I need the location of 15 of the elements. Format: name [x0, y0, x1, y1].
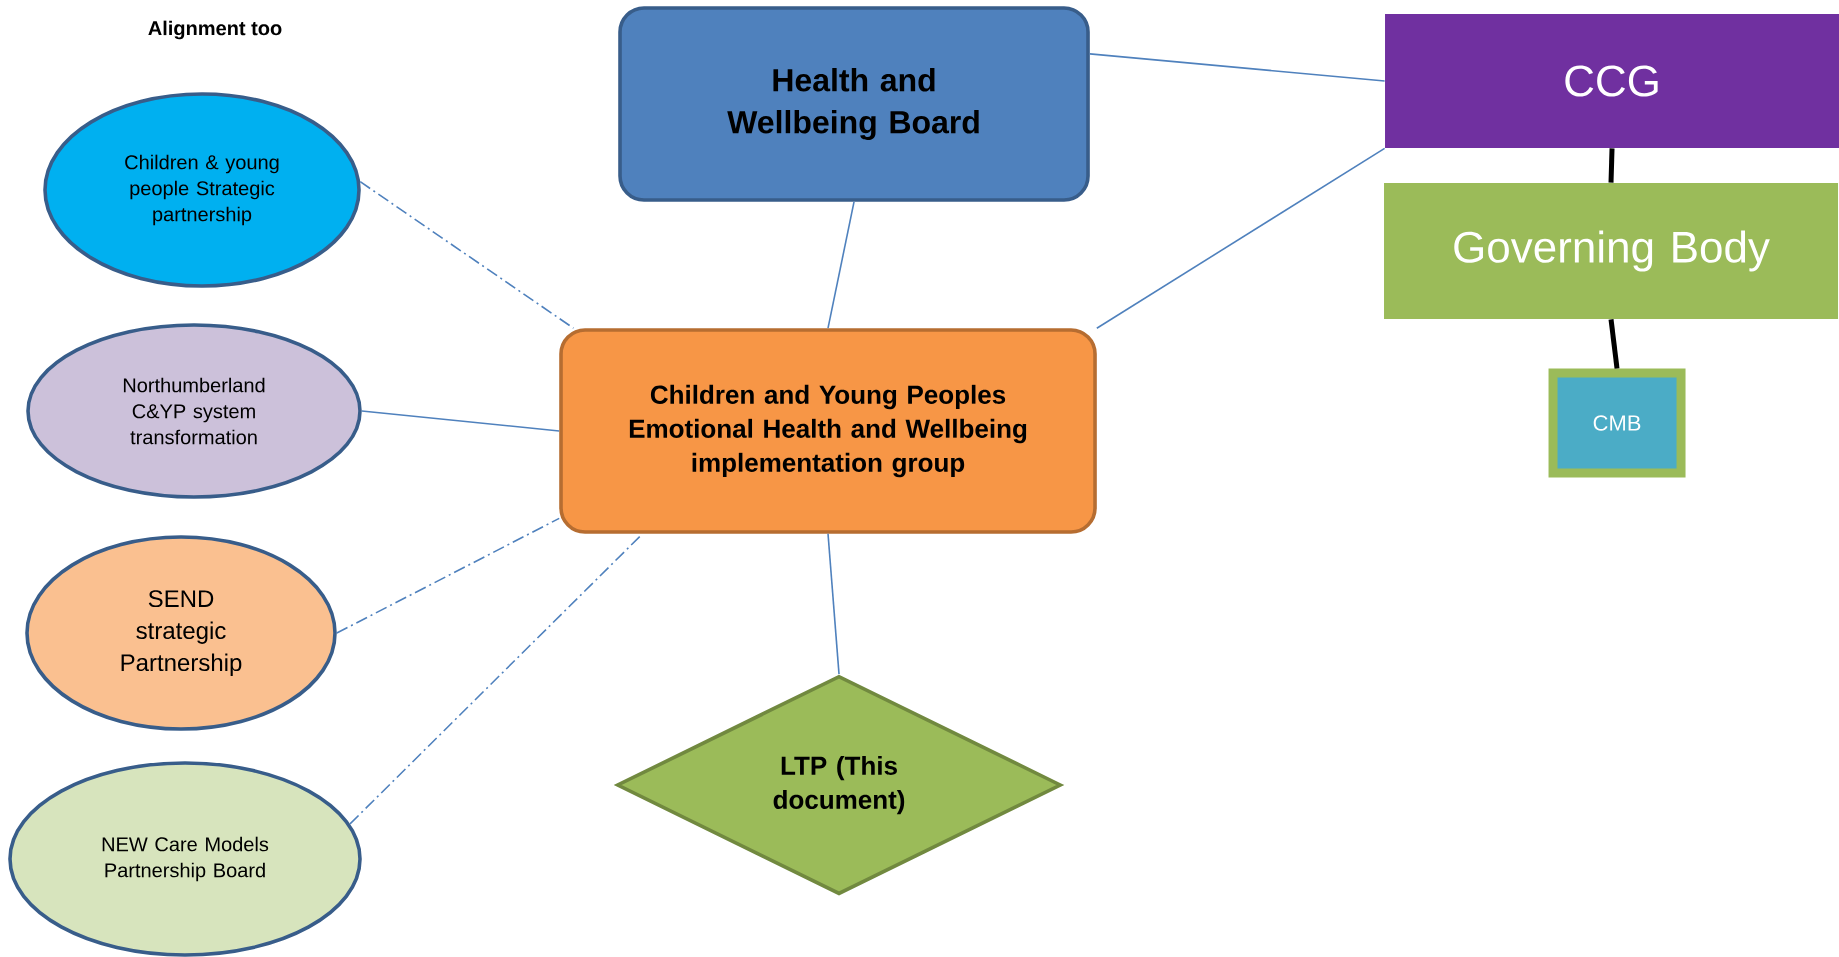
header-box: CCG — [1385, 14, 1839, 148]
heading-label: Alignment too — [148, 20, 282, 40]
body-box: Governing Body — [1384, 183, 1839, 319]
connector-line — [1096, 147, 1386, 329]
group-box: Children and Young Peoples Emotional Health and Wellbeing implementation group — [559, 328, 1097, 534]
connector-line — [1608, 148, 1615, 183]
connector-line — [1608, 319, 1620, 369]
connector-line — [827, 201, 855, 329]
connector-line — [359, 180, 575, 329]
connector-line — [336, 517, 560, 634]
board-box: Health and Wellbeing Board — [618, 6, 1090, 202]
connector-line — [827, 533, 840, 675]
connector-line — [361, 410, 560, 432]
committee-box: CMB — [1548, 368, 1686, 478]
connector-line — [1089, 53, 1386, 82]
